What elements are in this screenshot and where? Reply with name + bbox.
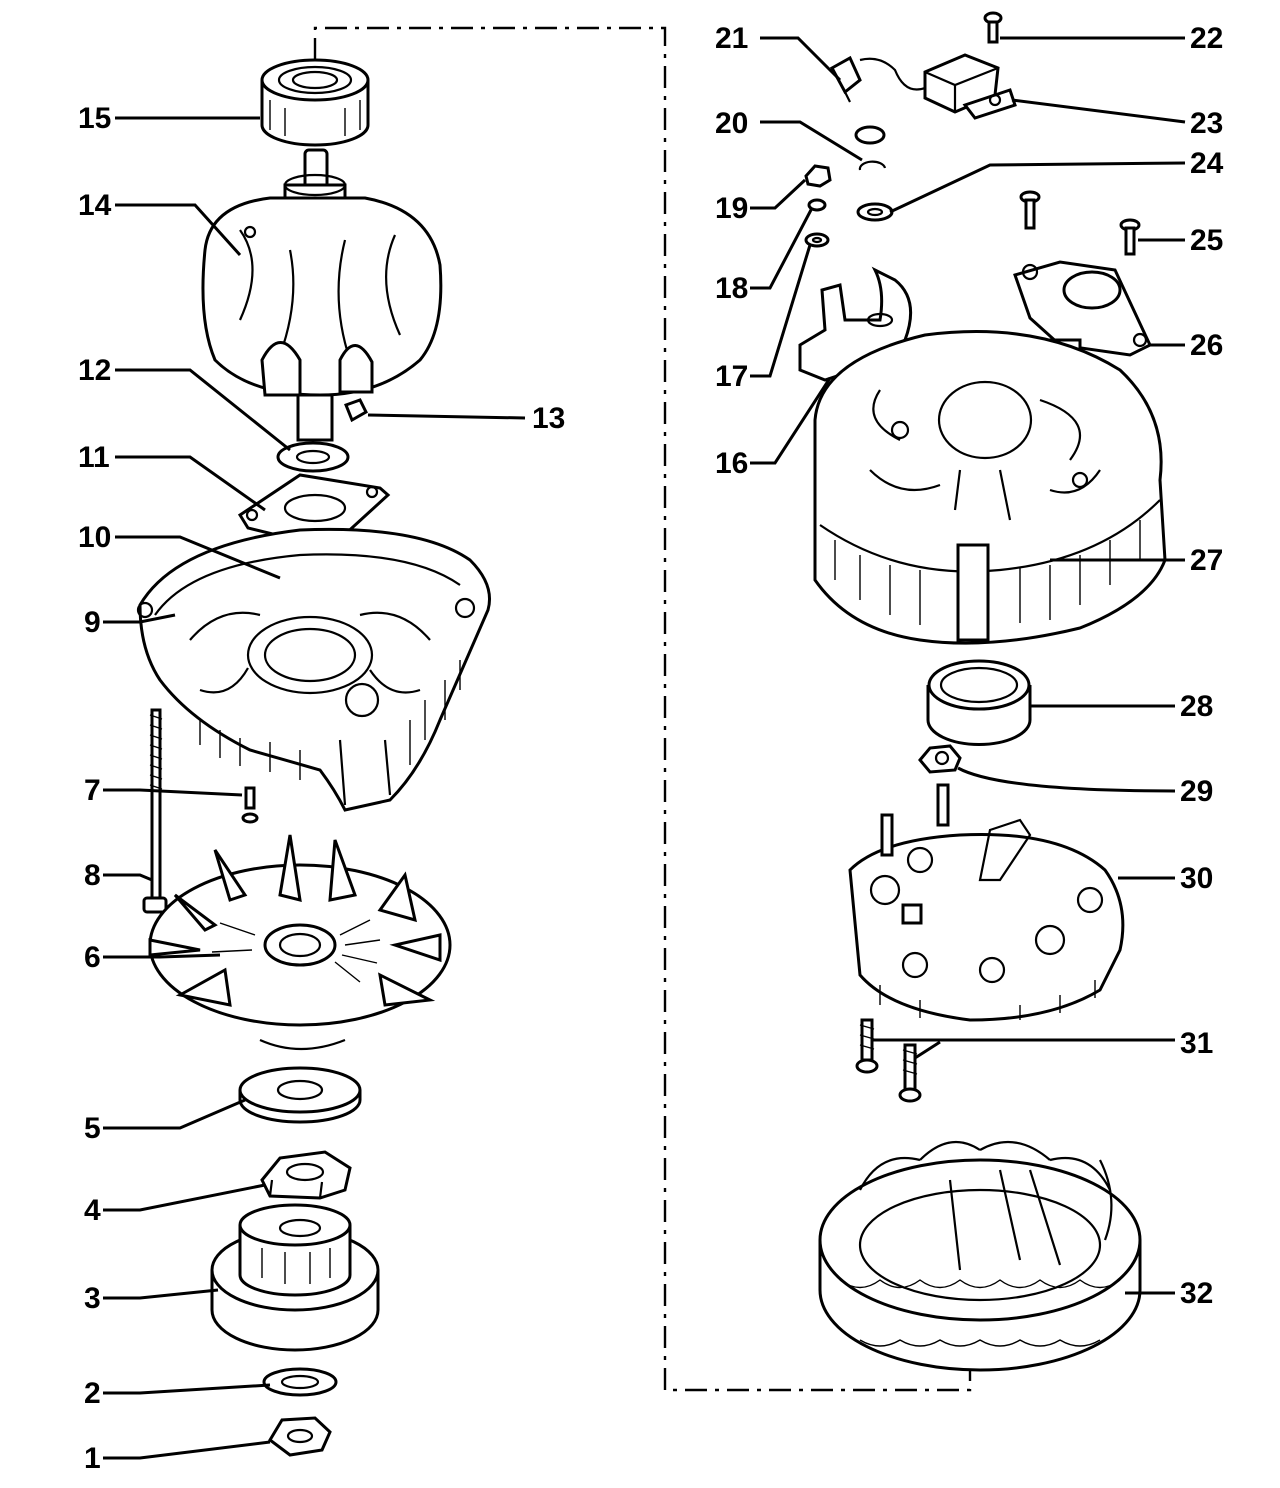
callout-24: 24 (889, 147, 1224, 214)
part-23-capacitor (859, 53, 1017, 120)
callout-1: 1 (84, 1440, 271, 1475)
callout-8: 8 (84, 859, 153, 892)
svg-text:26: 26 (1190, 329, 1223, 362)
part-17-washer (804, 232, 830, 248)
callout-31: 31 (872, 1027, 1213, 1060)
part-22-screw (983, 11, 1003, 44)
callout-25: 25 (1138, 224, 1223, 257)
callout-29: 29 (957, 766, 1213, 808)
part-1-nut (268, 1416, 332, 1457)
part-7-screw (241, 786, 259, 824)
svg-text:29: 29 (1180, 775, 1213, 808)
callout-22: 22 (1000, 22, 1223, 55)
callout-5: 5 (84, 1098, 246, 1145)
svg-text:7: 7 (84, 774, 101, 807)
svg-text:23: 23 (1190, 107, 1223, 140)
callout-4: 4 (84, 1183, 266, 1227)
svg-text:6: 6 (84, 941, 101, 974)
callout-17: 17 (715, 244, 812, 393)
callout-12: 12 (78, 354, 291, 452)
callout-9: 9 (84, 606, 176, 639)
svg-text:18: 18 (715, 272, 748, 305)
part-27-slip-ring-housing (813, 330, 1167, 645)
callout-20: 20 (715, 107, 863, 162)
callout-2: 2 (84, 1377, 271, 1410)
callout-14: 14 (78, 189, 242, 257)
svg-text:1: 1 (84, 1442, 101, 1475)
part-6-fan (148, 834, 452, 1051)
part-9-drive-end-housing (136, 527, 491, 812)
callout-15: 15 (78, 102, 260, 135)
svg-text:14: 14 (78, 189, 112, 222)
svg-text:21: 21 (715, 22, 748, 55)
part-30-rectifier (848, 783, 1125, 1022)
svg-text:17: 17 (715, 360, 748, 393)
part-4-hex-nut (260, 1150, 352, 1200)
part-25-screws (1019, 190, 1141, 256)
svg-text:19: 19 (715, 192, 748, 225)
svg-text:5: 5 (84, 1112, 101, 1145)
svg-text:25: 25 (1190, 224, 1223, 257)
part-24-washer (856, 202, 894, 222)
part-12-spacer-ring (276, 441, 350, 473)
part-3-pulley (210, 1203, 380, 1352)
svg-text:32: 32 (1180, 1277, 1213, 1310)
svg-text:20: 20 (715, 107, 748, 140)
part-28-seal (926, 659, 1032, 746)
svg-text:11: 11 (78, 441, 110, 474)
svg-text:13: 13 (532, 402, 565, 435)
part-20-circlip (854, 125, 887, 171)
svg-text:12: 12 (78, 354, 111, 387)
callout-18: 18 (715, 207, 814, 305)
svg-text:15: 15 (78, 102, 111, 135)
part-21-connector (829, 55, 862, 103)
svg-text:30: 30 (1180, 862, 1213, 895)
callout-6: 6 (84, 941, 221, 974)
callout-10: 10 (78, 521, 281, 580)
part-8-through-bolt (142, 708, 168, 914)
svg-text:4: 4 (84, 1194, 101, 1227)
part-2-lock-washer (262, 1367, 338, 1397)
callout-19: 19 (715, 178, 807, 225)
callout-23: 23 (1011, 98, 1223, 140)
callout-30: 30 (1118, 862, 1213, 895)
part-15-bearing (260, 58, 370, 147)
callout-13: 13 (367, 402, 565, 435)
svg-text:31: 31 (1180, 1027, 1213, 1060)
svg-text:10: 10 (78, 521, 111, 554)
svg-text:27: 27 (1190, 544, 1223, 577)
callout-32: 32 (1125, 1277, 1213, 1310)
svg-text:28: 28 (1180, 690, 1213, 723)
svg-text:9: 9 (84, 606, 101, 639)
svg-text:2: 2 (84, 1377, 101, 1410)
callout-11: 11 (78, 441, 266, 512)
part-19-nut (804, 164, 832, 188)
callout-7: 7 (84, 774, 243, 807)
assembly-connector-line (313, 26, 972, 1392)
part-14-rotor (201, 148, 443, 442)
callout-27: 27 (1050, 544, 1223, 577)
part-32-stator (818, 1140, 1142, 1372)
callout-3: 3 (84, 1282, 219, 1315)
svg-text:16: 16 (715, 447, 748, 480)
part-13-woodruff-key (344, 398, 368, 423)
part-29-nut (918, 744, 962, 774)
svg-text:8: 8 (84, 859, 101, 892)
callout-26: 26 (1150, 329, 1223, 362)
callout-21: 21 (715, 22, 842, 82)
part-5-washer (238, 1066, 362, 1124)
part-31-screws (855, 1018, 922, 1103)
svg-text:24: 24 (1190, 147, 1224, 180)
svg-text:3: 3 (84, 1282, 101, 1315)
part-18-washer (807, 198, 827, 212)
callout-28: 28 (1030, 690, 1213, 723)
callout-16: 16 (715, 377, 832, 480)
svg-text:22: 22 (1190, 22, 1223, 55)
